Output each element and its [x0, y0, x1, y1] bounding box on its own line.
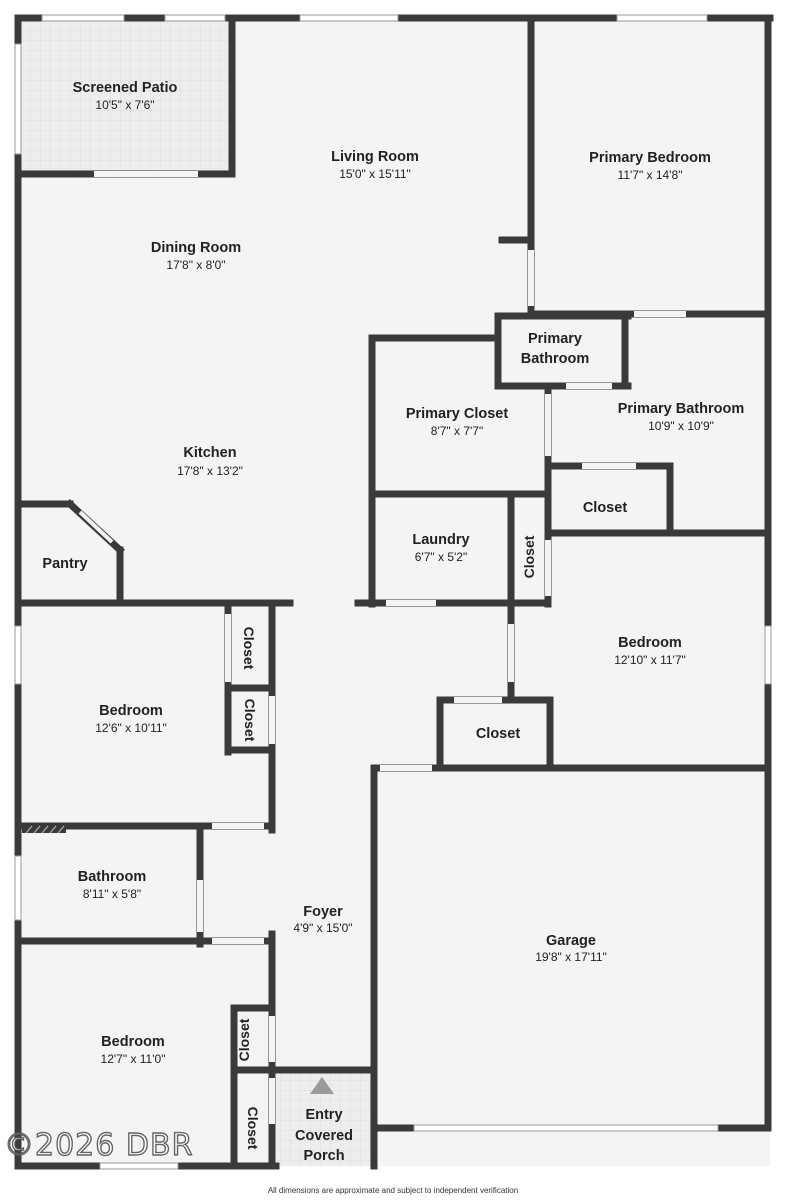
laundry-name: Laundry [412, 532, 469, 548]
closet-west-2-name: Closet [242, 699, 258, 742]
primary-closet-dim: 8'7" x 7'7" [431, 424, 483, 438]
bathroom-dim: 8'11" x 5'8" [83, 887, 141, 901]
closet-laundry-name: Closet [521, 535, 537, 578]
disclaimer-footnote: All dimensions are approximate and subje… [267, 1186, 519, 1195]
dining-room-dim: 17'8" x 8'0" [166, 258, 225, 272]
bedroom-west-dim: 12'6" x 10'11" [95, 721, 167, 735]
vertical-labels: Closet Closet Closet Closet Closet [236, 535, 537, 1149]
bedroom-east-dim: 12'10" x 11'7" [614, 653, 686, 667]
pantry-name: Pantry [42, 556, 87, 572]
entry-arrow-icon [310, 1077, 334, 1094]
kitchen-name: Kitchen [183, 445, 236, 461]
primary-bedroom-name: Primary Bedroom [589, 150, 711, 166]
primary-closet-name: Primary Closet [406, 406, 509, 422]
screened-patio-name: Screened Patio [73, 80, 178, 96]
entry-line1: Entry [305, 1107, 342, 1123]
room-labels: Screened Patio 10'5" x 7'6" Living Room … [42, 80, 744, 1164]
bedroom-east-name: Bedroom [618, 635, 682, 651]
doorways [94, 171, 686, 1124]
garage-name: Garage [546, 933, 596, 949]
foyer-name: Foyer [303, 904, 343, 920]
floor-fill [18, 18, 770, 1166]
kitchen-dim: 17'8" x 13'2" [177, 464, 243, 478]
primary-bathroom-small-line1: Primary [528, 331, 582, 347]
living-room-name: Living Room [331, 149, 419, 165]
primary-bedroom-dim: 11'7" x 14'8" [618, 168, 683, 182]
closet-south-2-name: Closet [245, 1107, 261, 1150]
garage-dim: 19'8" x 17'11" [535, 950, 607, 964]
primary-bathroom-dim: 10'9" x 10'9" [648, 419, 714, 433]
primary-bathroom-small-line2: Bathroom [521, 351, 589, 367]
foyer-dim: 4'9" x 15'0" [293, 921, 352, 935]
linen-shelf [22, 825, 66, 834]
patio-floor [20, 20, 232, 174]
entry-line3: Porch [303, 1148, 344, 1164]
bedroom-south-dim: 12'7" x 11'0" [101, 1052, 166, 1066]
closet-south-1-name: Closet [236, 1018, 252, 1061]
dining-room-name: Dining Room [151, 240, 241, 256]
bedroom-west-name: Bedroom [99, 703, 163, 719]
bedroom-south-name: Bedroom [101, 1034, 165, 1050]
screened-patio-dim: 10'5" x 7'6" [95, 98, 154, 112]
pantry-door [78, 510, 114, 544]
living-room-dim: 15'0" x 15'11" [339, 167, 411, 181]
laundry-dim: 6'7" x 5'2" [415, 550, 467, 564]
entry-line2: Covered [295, 1128, 353, 1144]
windows [14, 14, 772, 1170]
bathroom-name: Bathroom [78, 869, 146, 885]
closet-west-1-name: Closet [241, 627, 257, 670]
primary-bathroom-name: Primary Bathroom [618, 401, 745, 417]
closet-bath-name: Closet [583, 500, 627, 516]
closet-east-small-name: Closet [476, 726, 520, 742]
watermark-logo: ©2026 DBR [3, 1127, 194, 1163]
